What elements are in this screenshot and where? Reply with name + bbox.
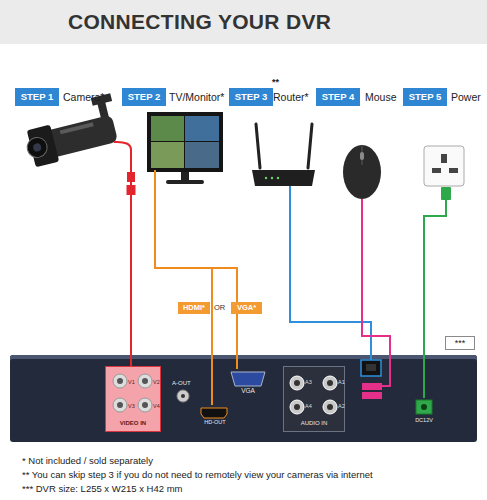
monitor-frame bbox=[147, 112, 223, 172]
router-antenna bbox=[256, 124, 260, 168]
channel-label: V3 bbox=[128, 404, 135, 410]
footnote-mark: *** bbox=[446, 337, 474, 349]
router-cable bbox=[289, 186, 291, 190]
channel-label: A1 bbox=[338, 380, 345, 386]
port-label: VIDEO IN bbox=[106, 420, 160, 426]
note-box: *** bbox=[445, 336, 475, 350]
bnc-connector bbox=[127, 172, 135, 182]
monitor-screen bbox=[151, 142, 184, 168]
camera-cable bbox=[114, 142, 131, 150]
step-device-group: STEP 5 Power bbox=[400, 86, 486, 206]
monitor-stand bbox=[181, 172, 189, 180]
step-device-group: STEP 3** Router* bbox=[228, 78, 315, 190]
device-name: Power bbox=[451, 90, 481, 104]
vga-port-group: VGA bbox=[228, 369, 268, 399]
cable-type-tag: VGA* bbox=[231, 302, 262, 314]
step-badge: STEP 5 bbox=[403, 88, 447, 106]
device-name: Camera* bbox=[63, 90, 104, 104]
socket-slot bbox=[449, 168, 458, 173]
port-label: VGA bbox=[228, 388, 268, 395]
mouse-wheel bbox=[360, 152, 364, 160]
channel-label: V2 bbox=[153, 380, 160, 386]
router-led bbox=[271, 177, 273, 179]
power-plug bbox=[441, 187, 451, 200]
step-badge: STEP 4 bbox=[316, 88, 360, 106]
diagram-title: CONNECTING YOUR DVR bbox=[68, 10, 331, 34]
mouse-body bbox=[343, 145, 381, 199]
router-body bbox=[252, 170, 315, 186]
wall-socket bbox=[424, 146, 464, 186]
port-label: HD-OUT bbox=[198, 420, 232, 426]
port-label: AUDIO IN bbox=[284, 420, 344, 426]
dvr-body: A-OUT V1 V2V3 V4VIDEO IN VGA HD-OUT A3 A1A4 A2AU… bbox=[10, 355, 477, 442]
monitor-screen bbox=[185, 142, 219, 168]
channel-label: V4 bbox=[153, 404, 160, 410]
power-cable bbox=[445, 200, 447, 206]
device-name: Mouse bbox=[365, 90, 397, 104]
camera-lens bbox=[25, 135, 49, 159]
hdmi-port-group: HD-OUT bbox=[198, 405, 232, 430]
header-band bbox=[0, 0, 487, 44]
port-label: A-OUT bbox=[172, 380, 191, 386]
footnote: * Not included / sold separately bbox=[22, 455, 153, 467]
channel-label: A4 bbox=[305, 404, 312, 410]
cable-connector bbox=[130, 150, 132, 366]
port-label: DC12V bbox=[410, 418, 438, 424]
socket-slot bbox=[432, 168, 441, 173]
footnote-mark: ** bbox=[272, 78, 279, 87]
step-badge: STEP 3 bbox=[229, 88, 273, 106]
monitor-screen bbox=[151, 116, 184, 141]
cable-connector bbox=[155, 186, 237, 369]
step-badge: STEP 1 bbox=[15, 88, 59, 106]
footnote: ** You can skip step 3 if you do not nee… bbox=[22, 469, 373, 481]
socket-slot bbox=[441, 154, 447, 163]
power-port-group: DC12V bbox=[410, 398, 438, 432]
step-device-group: STEP 4 Mouse bbox=[315, 86, 400, 205]
device-name: TV/Monitor* bbox=[169, 90, 224, 104]
bnc-connector bbox=[127, 185, 136, 195]
step-badge: STEP 2 bbox=[122, 88, 166, 106]
channel-label: A2 bbox=[338, 404, 345, 410]
channel-label: V1 bbox=[128, 380, 135, 386]
footnote: *** DVR size: L255 x W215 x H42 mm bbox=[22, 483, 183, 495]
channel-label: A3 bbox=[305, 380, 312, 386]
audio-in-block: A3 A1A4 A2AUDIO IN bbox=[283, 366, 345, 432]
step-device-group: STEP 2TV/Monitor* bbox=[120, 86, 226, 186]
device-name: Router* bbox=[273, 90, 309, 104]
monitor-screen bbox=[185, 116, 219, 141]
router-led bbox=[265, 177, 267, 179]
monitor-stand bbox=[166, 180, 204, 184]
camera-lens bbox=[32, 143, 42, 153]
cable-connector bbox=[290, 190, 371, 355]
monitor-cable bbox=[154, 170, 156, 186]
video-in-block: V1 V2V3 V4VIDEO IN bbox=[105, 366, 161, 432]
camera-highlight bbox=[60, 122, 94, 134]
router-antenna bbox=[308, 124, 312, 168]
alternative-word: OR bbox=[214, 304, 225, 312]
step-device-group: STEP 1 Camera* bbox=[12, 86, 140, 150]
cable-type-tag: HDMI* bbox=[178, 302, 210, 314]
router-led bbox=[277, 177, 279, 179]
cable-connector bbox=[362, 205, 390, 355]
mouse-cable bbox=[361, 199, 363, 205]
